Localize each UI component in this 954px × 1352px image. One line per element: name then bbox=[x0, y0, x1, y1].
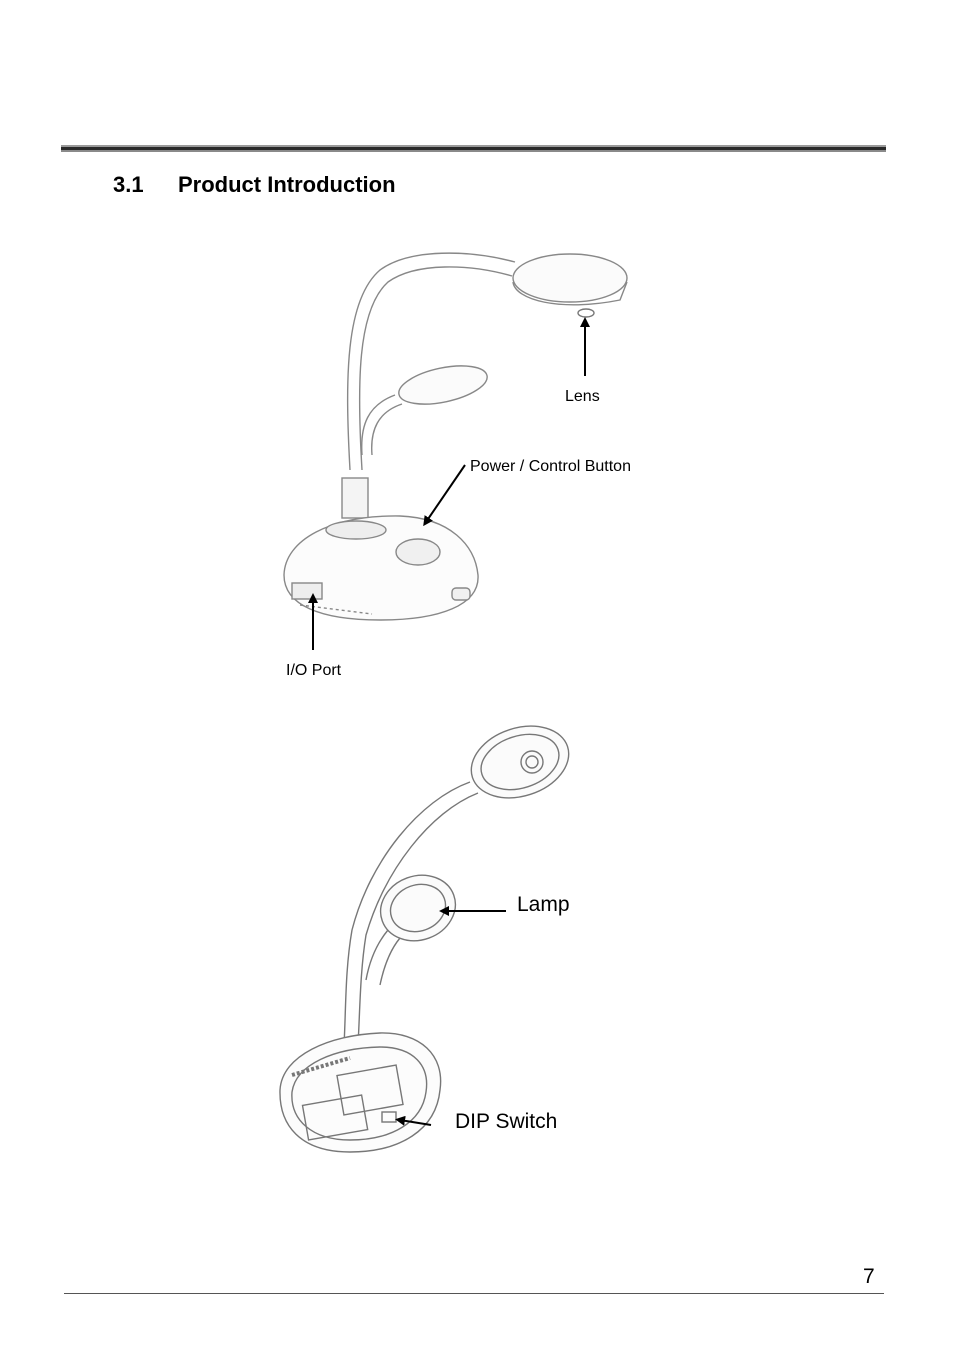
header-rule bbox=[61, 145, 886, 152]
page-number: 7 bbox=[863, 1265, 875, 1288]
section-heading: 3.1 Product Introduction bbox=[113, 172, 396, 198]
document-camera-front-view-illustration bbox=[283, 252, 628, 650]
lens-label: Lens bbox=[565, 388, 600, 405]
dip-switch-label: DIP Switch bbox=[455, 1110, 558, 1133]
footer-rule bbox=[64, 1293, 884, 1294]
document-camera-underside-view-illustration bbox=[279, 725, 570, 1153]
power-control-button-label: Power / Control Button bbox=[470, 458, 631, 475]
io-port-label: I/O Port bbox=[286, 662, 342, 679]
section-title: Product Introduction bbox=[178, 172, 396, 197]
lamp-label: Lamp bbox=[517, 893, 570, 916]
section-number: 3.1 bbox=[113, 172, 144, 197]
